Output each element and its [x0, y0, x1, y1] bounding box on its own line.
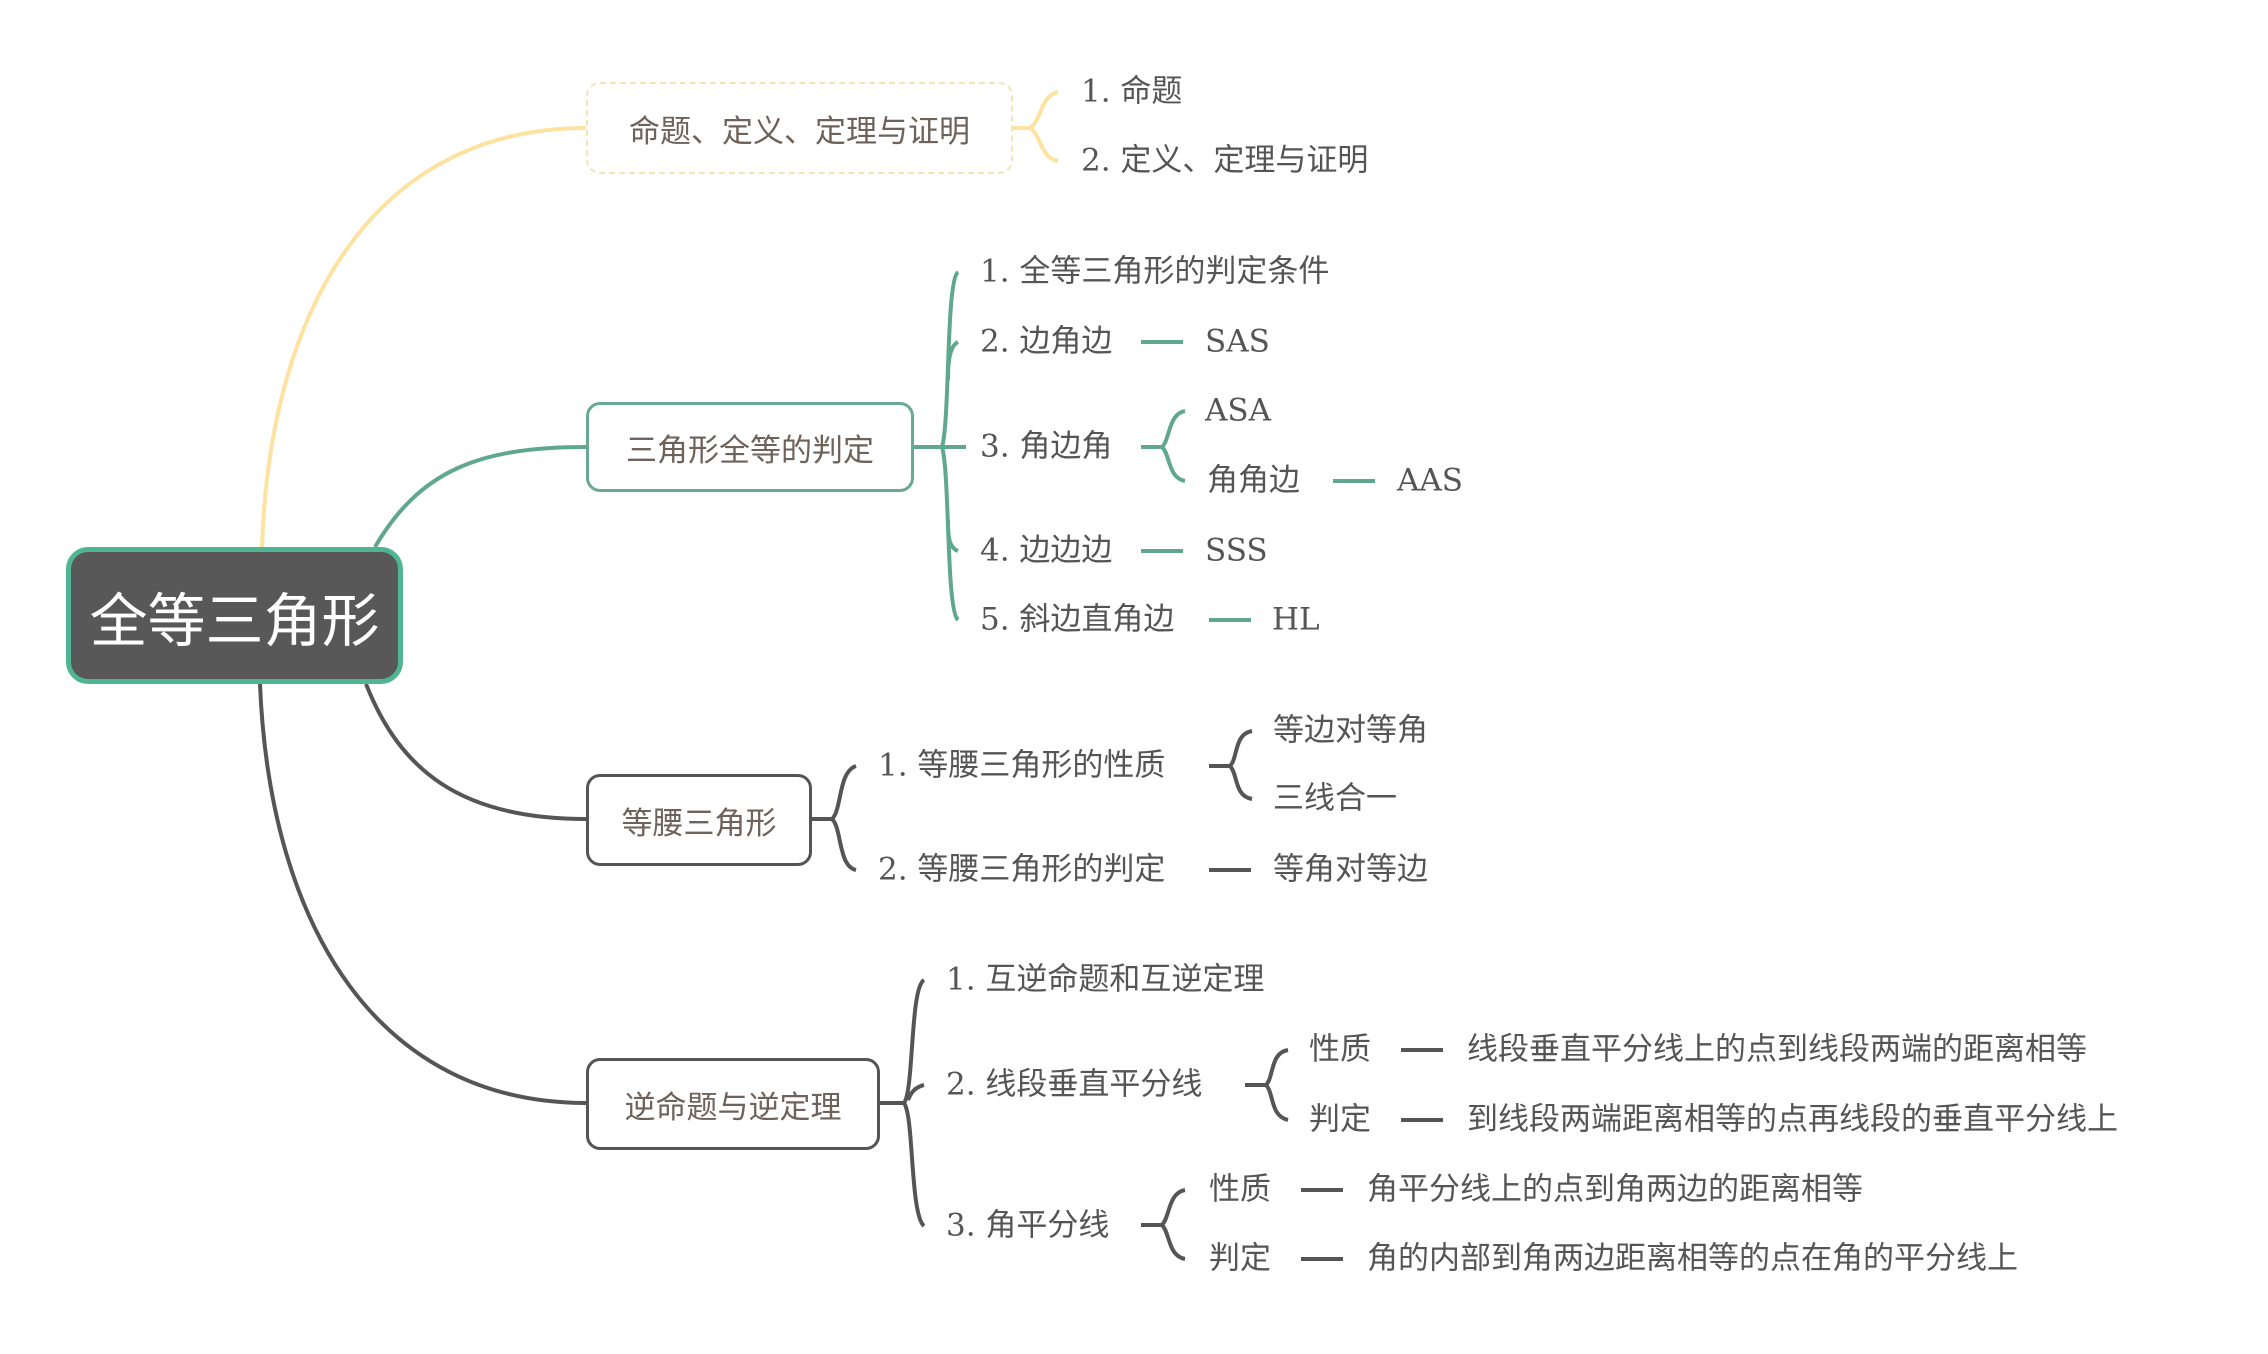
- note-sss[interactable]: SSS: [1205, 532, 1268, 569]
- connector-root-to-branch-4: [258, 683, 587, 1105]
- root-topic[interactable]: 全等三角形: [66, 547, 403, 684]
- subtopic-hl[interactable]: 5. 斜边直角边: [980, 601, 1175, 638]
- bracket-branch-3: [812, 764, 857, 872]
- subtopic-asa[interactable]: 3. 角边角: [980, 428, 1113, 465]
- bracket-branch-4: [880, 978, 926, 1228]
- note-aas[interactable]: AAS: [1397, 462, 1464, 499]
- subtopic-criteria-conditions[interactable]: 1. 全等三角形的判定条件: [980, 253, 1330, 290]
- bracket-branch-1: [1013, 90, 1059, 163]
- branch-label: 三角形全等的判定: [626, 432, 874, 469]
- connector-root-to-branch-1: [260, 126, 587, 548]
- branch-converse-theorems[interactable]: 逆命题与逆定理: [586, 1058, 880, 1150]
- leaf-pb-judgement-label[interactable]: 判定: [1309, 1101, 1371, 1138]
- branch-proposition-definition-theorem[interactable]: 命题、定义、定理与证明: [586, 82, 1013, 174]
- subtopic-isosceles-judgement[interactable]: 2. 等腰三角形的判定: [878, 851, 1166, 888]
- leaf-aas-label[interactable]: 角角边: [1207, 462, 1300, 499]
- note-sas[interactable]: SAS: [1205, 323, 1270, 360]
- branch-congruence-criteria[interactable]: 三角形全等的判定: [586, 402, 914, 492]
- connector-root-to-branch-3: [364, 683, 587, 821]
- leaf-asa[interactable]: ASA: [1205, 392, 1272, 429]
- branch-label: 命题、定义、定理与证明: [629, 113, 970, 150]
- bracket-jiao-bian-jiao: [1141, 409, 1186, 483]
- subtopic-perpendicular-bisector[interactable]: 2. 线段垂直平分线: [946, 1066, 1203, 1103]
- note-ab-property[interactable]: 角平分线上的点到角两边的距离相等: [1367, 1171, 1863, 1208]
- note-equal-angles-equal-sides[interactable]: 等角对等边: [1273, 851, 1428, 888]
- branch-label: 等腰三角形: [621, 805, 777, 842]
- leaf-equal-sides-equal-angles[interactable]: 等边对等角: [1273, 712, 1428, 749]
- branch-isosceles-triangle[interactable]: 等腰三角形: [586, 774, 812, 866]
- leaf-pb-property-label[interactable]: 性质: [1309, 1031, 1371, 1068]
- note-ab-judgement[interactable]: 角的内部到角两边距离相等的点在角的平分线上: [1367, 1240, 2018, 1277]
- subtopic-angle-bisector[interactable]: 3. 角平分线: [946, 1207, 1110, 1244]
- subtopic-sss[interactable]: 4. 边边边: [980, 532, 1113, 569]
- subtopic-definition-theorem-proof[interactable]: 2. 定义、定理与证明: [1081, 142, 1369, 179]
- bracket-perpendicular-bisector: [1245, 1048, 1289, 1122]
- subtopic-isosceles-property[interactable]: 1. 等腰三角形的性质: [878, 747, 1166, 784]
- note-pb-judgement[interactable]: 到线段两端距离相等的点再线段的垂直平分线上: [1467, 1101, 2118, 1138]
- bracket-angle-bisector: [1141, 1188, 1186, 1261]
- branch-label: 逆命题与逆定理: [624, 1089, 842, 1126]
- leaf-ab-judgement-label[interactable]: 判定: [1209, 1240, 1271, 1277]
- subtopic-sas[interactable]: 2. 边角边: [980, 323, 1113, 360]
- bracket-isosceles-property: [1209, 729, 1253, 801]
- leaf-three-lines-coincide[interactable]: 三线合一: [1273, 780, 1397, 817]
- root-topic-label: 全等三角形: [89, 586, 380, 655]
- subtopic-converse-propositions[interactable]: 1. 互逆命题和互逆定理: [946, 961, 1265, 998]
- leaf-ab-property-label[interactable]: 性质: [1209, 1171, 1271, 1208]
- note-pb-property[interactable]: 线段垂直平分线上的点到线段两端的距离相等: [1467, 1031, 2087, 1068]
- subtopic-proposition[interactable]: 1. 命题: [1081, 73, 1183, 110]
- bracket-branch-2: [914, 270, 966, 622]
- connector-root-to-branch-2: [373, 445, 587, 549]
- note-hl[interactable]: HL: [1272, 601, 1320, 638]
